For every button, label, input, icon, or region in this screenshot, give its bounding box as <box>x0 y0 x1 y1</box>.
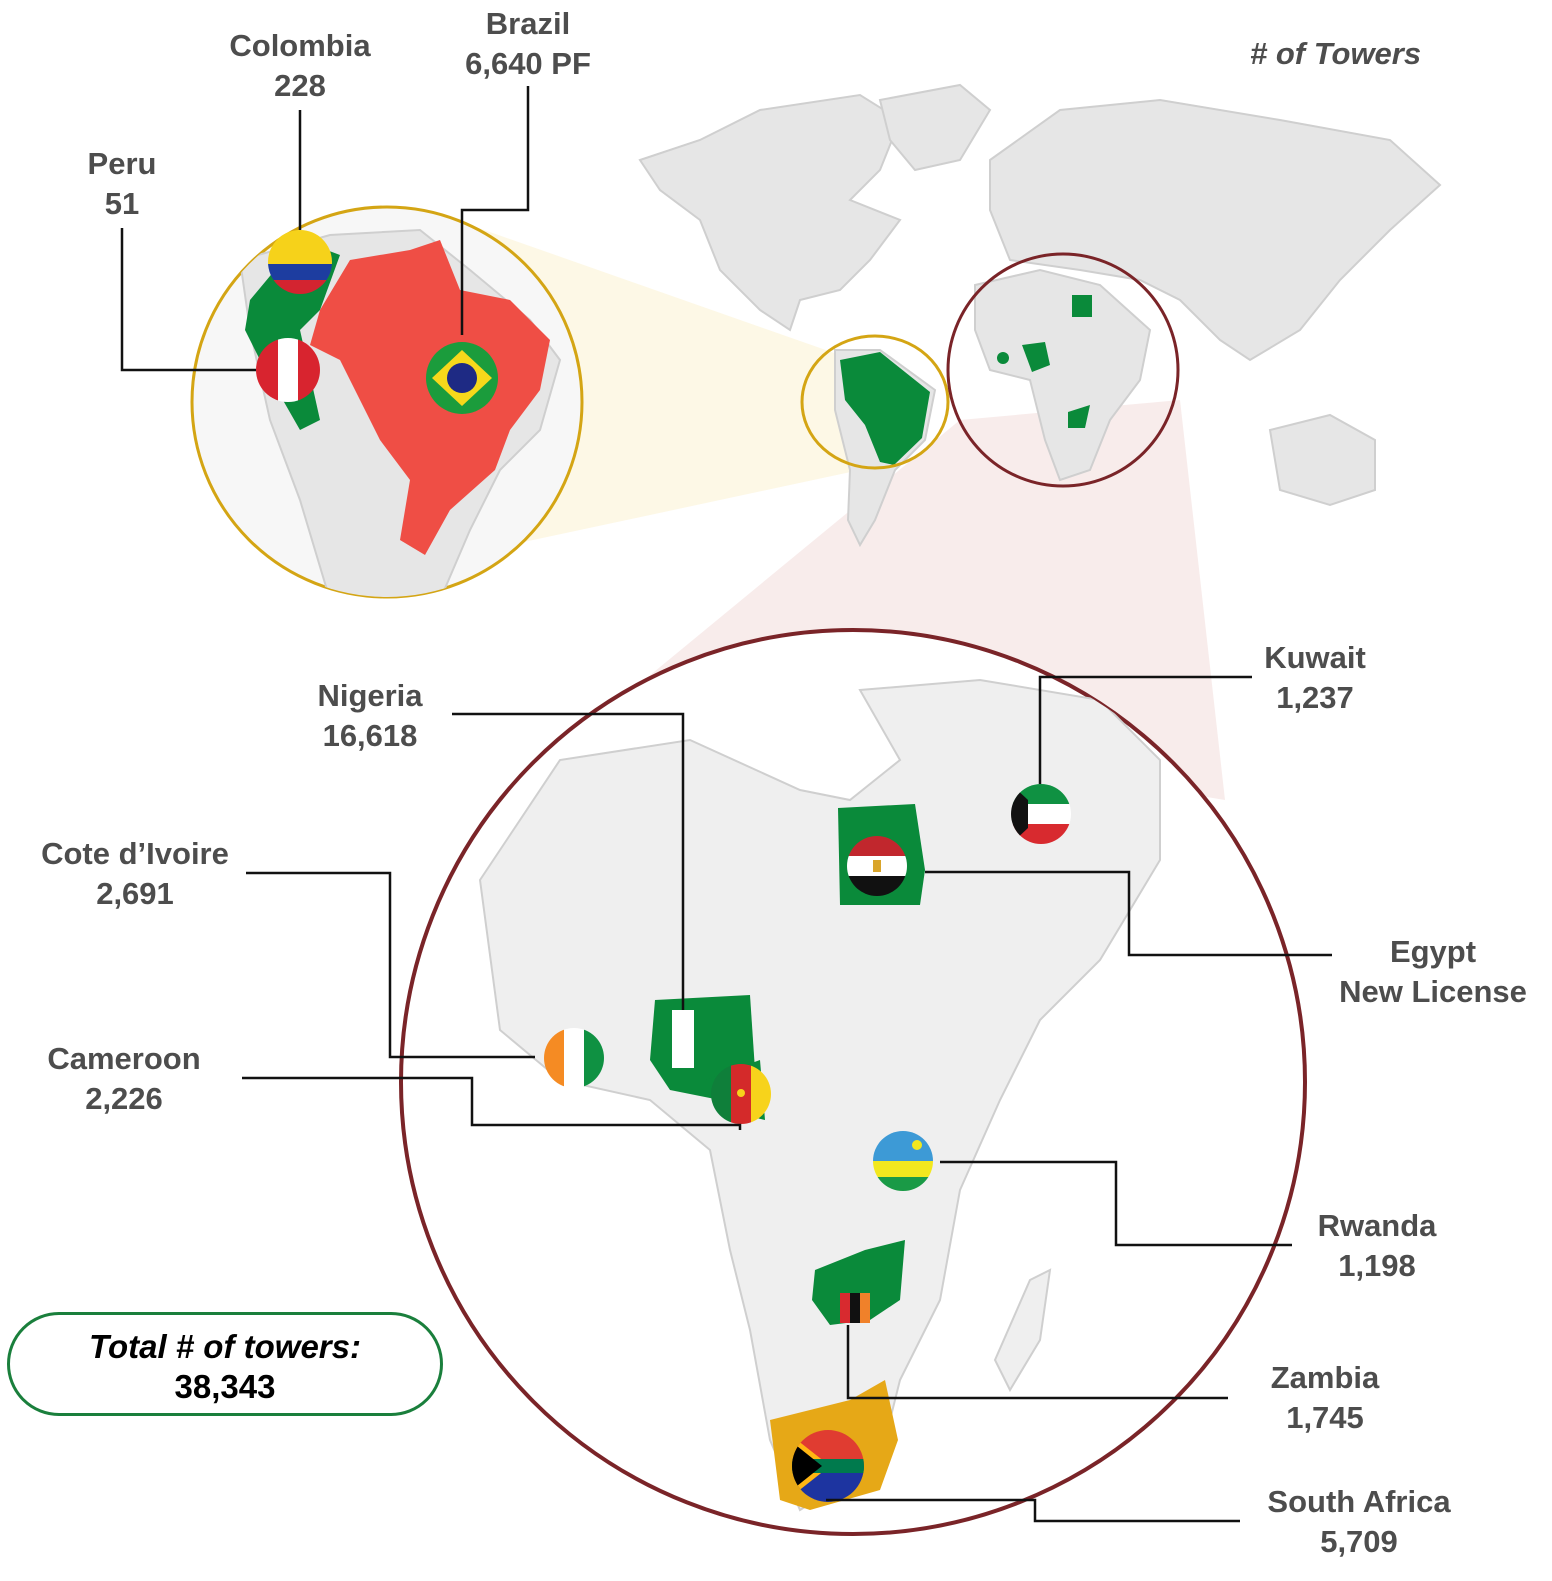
label-peru: Peru 51 <box>62 144 182 224</box>
zambia-leader <box>846 1325 1228 1400</box>
total-value: 38,343 <box>174 1368 276 1405</box>
tower-count: 1,745 <box>1286 1400 1364 1435</box>
europe-asia-shape <box>989 98 1442 362</box>
country-name: Zambia <box>1270 1360 1380 1395</box>
kuwait-flag-icon <box>1011 784 1071 844</box>
tower-count: 6,640 PF <box>465 46 591 81</box>
rwanda-leader <box>940 1160 1292 1247</box>
tower-count: 228 <box>274 68 326 103</box>
nigeria-flag-icon <box>672 1010 694 1068</box>
label-colombia: Colombia 228 <box>220 26 380 106</box>
label-rwanda: Rwanda 1,198 <box>1302 1206 1452 1286</box>
tower-count: 16,618 <box>322 718 418 753</box>
label-nigeria: Nigeria 16,618 <box>290 676 450 756</box>
zambia-flag-icon <box>840 1293 870 1323</box>
kuwait-leader <box>1038 675 1252 784</box>
world-map <box>638 83 1442 548</box>
africa-shape <box>974 268 1152 482</box>
africa-ring <box>946 252 1180 488</box>
license-status: New License <box>1339 974 1527 1009</box>
brazil-shape <box>310 240 550 555</box>
south-africa-flag-icon <box>792 1430 864 1502</box>
peru-flag-icon <box>256 338 320 402</box>
zambia-shape <box>812 1240 905 1325</box>
africa-mideast-land <box>478 678 1161 1512</box>
cote-divoire-flag-icon <box>544 1028 604 1088</box>
country-name: South Africa <box>1267 1484 1451 1519</box>
egypt-leader <box>925 870 1332 957</box>
total-towers-badge: Total # of towers: 38,343 <box>7 1312 443 1416</box>
legend-title: # of Towers <box>1250 36 1422 71</box>
south-africa-leader <box>826 1498 1240 1523</box>
south-america-highlight <box>840 352 930 465</box>
total-label: Total # of towers: <box>89 1328 361 1365</box>
tower-count: 51 <box>104 186 140 221</box>
egypt-highlight <box>1072 295 1092 317</box>
cote-divoire-highlight <box>997 352 1009 364</box>
country-name: Egypt <box>1389 934 1477 969</box>
greenland-shape <box>878 83 992 172</box>
country-name: Colombia <box>229 28 371 63</box>
country-name: Peru <box>87 146 157 181</box>
label-brazil: Brazil 6,640 PF <box>448 4 608 84</box>
label-egypt: Egypt New License <box>1328 932 1538 1012</box>
cote-divoire-leader <box>246 871 535 1059</box>
country-name: Cote d’Ivoire <box>41 836 229 871</box>
brazil-flag-icon <box>426 342 498 414</box>
tower-count: 2,226 <box>85 1081 163 1116</box>
brazil-leader <box>460 86 530 335</box>
country-name: Nigeria <box>317 678 423 713</box>
tower-count: 1,237 <box>1276 680 1354 715</box>
north-america-shape <box>638 93 902 332</box>
label-cote-divoire: Cote d’Ivoire 2,691 <box>20 834 250 914</box>
tower-count: 2,691 <box>96 876 174 911</box>
zambia-highlight <box>1068 405 1090 428</box>
nigeria-highlight <box>1022 342 1050 372</box>
country-name: Kuwait <box>1264 640 1366 675</box>
country-name: Cameroon <box>47 1041 201 1076</box>
tower-count: 5,709 <box>1320 1524 1398 1559</box>
world-highlights <box>840 295 1092 465</box>
peru-leader <box>120 228 256 372</box>
madagascar-shape <box>993 1268 1052 1393</box>
label-cameroon: Cameroon 2,226 <box>34 1039 214 1119</box>
egypt-flag-icon <box>847 836 907 896</box>
country-name: Rwanda <box>1317 1208 1437 1243</box>
country-name: Brazil <box>485 6 571 41</box>
latam-ring <box>800 334 950 470</box>
colombia-flag-icon <box>268 230 332 294</box>
tower-count: 1,198 <box>1338 1248 1416 1283</box>
label-south-africa: South Africa 5,709 <box>1246 1482 1472 1562</box>
label-zambia: Zambia 1,745 <box>1250 1358 1400 1438</box>
nigeria-leader <box>452 712 685 1010</box>
cameroon-flag-icon <box>711 1064 771 1124</box>
label-kuwait: Kuwait 1,237 <box>1240 638 1390 718</box>
australia-shape <box>1268 413 1376 507</box>
leader-lines <box>120 86 1332 1523</box>
cameroon-leader <box>242 1076 742 1130</box>
